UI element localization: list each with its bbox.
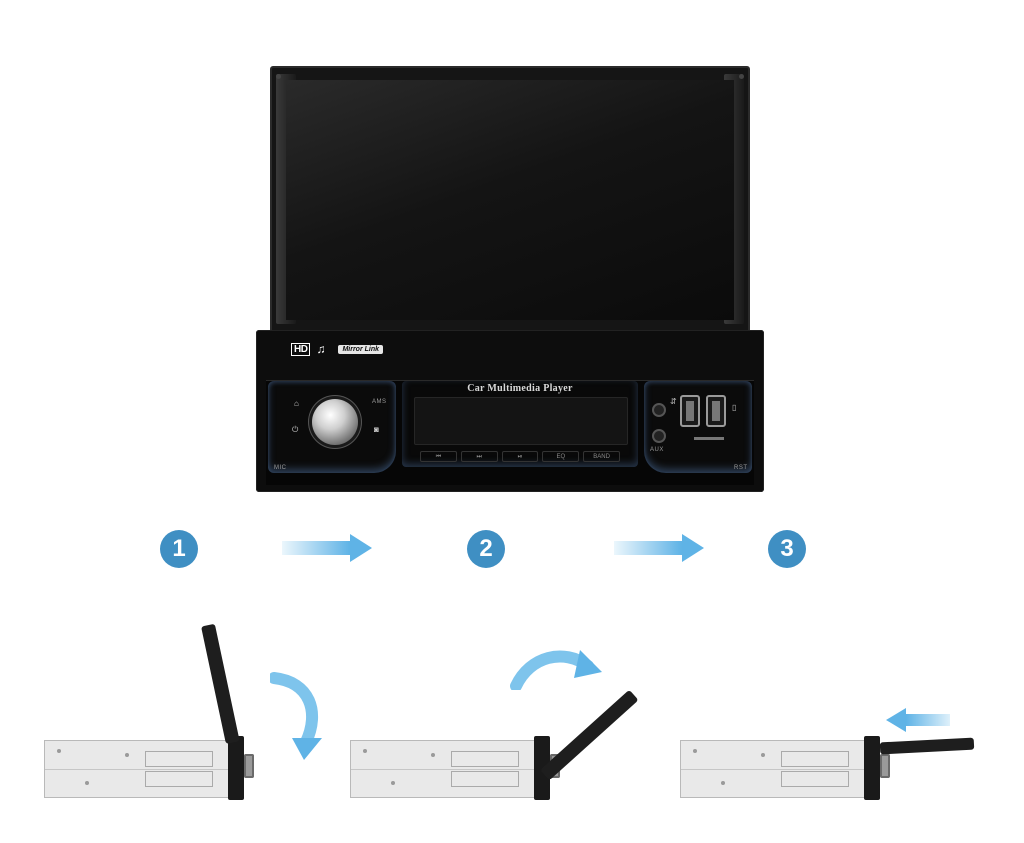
mic-label: MIC	[274, 465, 287, 471]
chassis-body	[350, 740, 541, 798]
usb-port-2[interactable]	[706, 395, 726, 427]
sd-card-slot[interactable]	[694, 437, 724, 440]
chassis-body	[680, 740, 871, 798]
side-view-step-2	[350, 690, 600, 800]
curved-arrow-right-icon	[510, 650, 602, 690]
eq-button[interactable]: EQ	[542, 451, 580, 462]
step-2-badge: 2	[467, 530, 505, 568]
screw-icon	[739, 74, 744, 79]
mount-bracket	[864, 736, 880, 800]
brand-label: Car Multimedia Player	[467, 383, 573, 394]
home-icon[interactable]: ⌂	[294, 399, 300, 408]
step-1-badge: 1	[160, 530, 198, 568]
faceplate: ⌂ ⏻ AMS ◙ MIC Car Multimedia Player ⏮ ⏭ …	[266, 380, 754, 485]
arrow-right-icon	[614, 541, 682, 555]
screw-icon	[276, 74, 281, 79]
rst-label: RST	[734, 465, 748, 471]
unit-base: HD ♫ Mirror Link ⌂ ⏻ AMS ◙ MIC Car Multi…	[256, 330, 764, 492]
arrow-left-icon	[886, 708, 906, 732]
volume-knob[interactable]	[312, 399, 358, 445]
next-button[interactable]: ⏭	[460, 451, 498, 462]
power-icon[interactable]: ⏻	[292, 425, 299, 434]
arrow-right-icon	[282, 541, 350, 555]
play-pause-button[interactable]: ⏯	[501, 451, 539, 462]
prev-button[interactable]: ⏮	[420, 451, 457, 462]
hd-logo: HD	[291, 342, 311, 356]
usb-icon: ⇵	[670, 397, 678, 406]
arrow-right-icon	[682, 534, 704, 562]
control-panel-right: AUX ⇵ ▯ RST	[644, 381, 752, 473]
head-unit-front-view: HD ♫ Mirror Link ⌂ ⏻ AMS ◙ MIC Car Multi…	[256, 66, 764, 492]
control-panel-left: ⌂ ⏻ AMS ◙ MIC	[268, 381, 396, 473]
usb-port-1[interactable]	[680, 395, 700, 427]
arrow-right-icon	[350, 534, 372, 562]
mode-icon[interactable]: ◙	[374, 425, 380, 434]
arrow-left-icon	[906, 714, 950, 726]
music-video-icon: ♫	[316, 342, 326, 356]
knob-side	[244, 754, 254, 778]
ams-label: AMS	[372, 399, 387, 405]
screen-frame	[270, 66, 750, 334]
step-3-badge: 3	[768, 530, 806, 568]
aux-jack[interactable]	[652, 429, 666, 443]
control-panel-center: Car Multimedia Player ⏮ ⏭ ⏯ EQ BAND	[402, 381, 638, 467]
mirror-link-logo: Mirror Link	[338, 344, 384, 354]
band-button[interactable]: BAND	[583, 451, 620, 462]
media-button-row: ⏮ ⏭ ⏯ EQ BAND	[420, 451, 620, 462]
aux-label: AUX	[650, 447, 664, 453]
side-view-step-3	[680, 690, 930, 800]
display-screen	[286, 80, 734, 320]
chassis-body	[44, 740, 235, 798]
knob-side	[880, 754, 890, 778]
mount-bracket	[228, 736, 244, 800]
sd-card-icon: ▯	[732, 403, 737, 412]
side-view-step-1	[44, 690, 294, 800]
lcd-display	[414, 397, 628, 445]
mic-jack-icon	[652, 403, 666, 417]
feature-logos: HD ♫ Mirror Link	[291, 342, 384, 356]
curved-arrow-down-icon	[270, 672, 322, 760]
